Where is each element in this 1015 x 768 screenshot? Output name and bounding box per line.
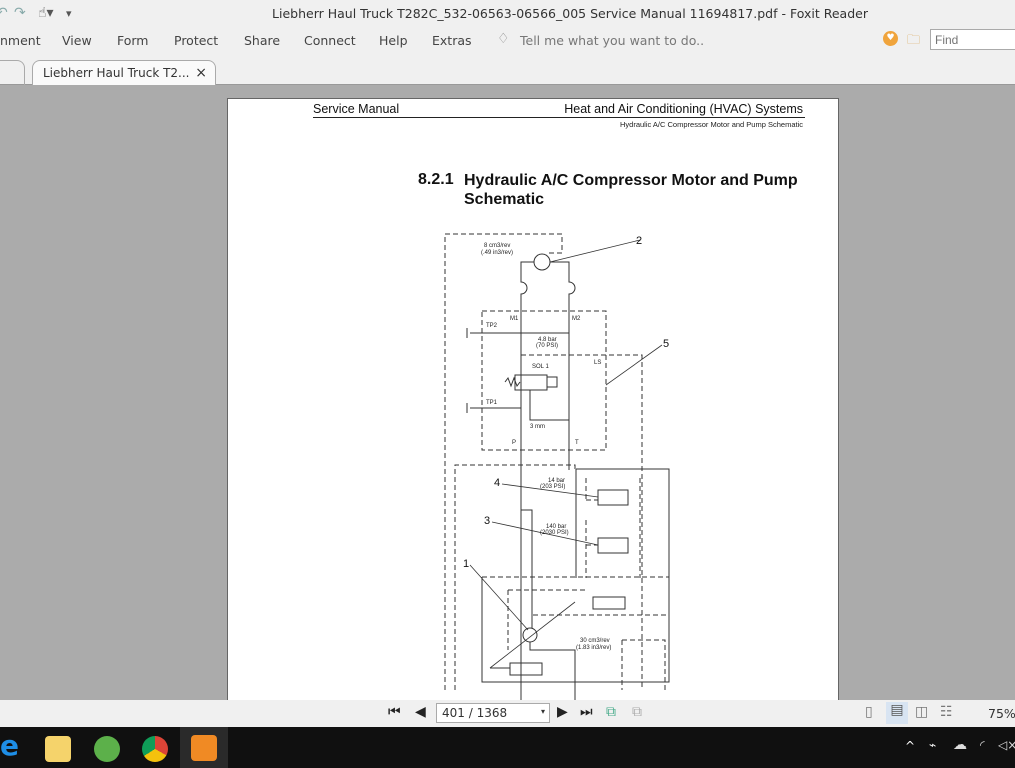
page-number-value: 401 / 1368	[442, 706, 508, 720]
show-hidden-icons-icon[interactable]: ^	[905, 739, 916, 753]
continuous-page-icon[interactable]: ▤	[886, 702, 908, 724]
menu-comment[interactable]: nment	[0, 33, 41, 48]
pump-displacement: 30 cm3/rev	[580, 638, 610, 644]
test-port-tp1: TP1	[486, 400, 498, 406]
port-m1: M1	[510, 316, 519, 322]
menu-connect[interactable]: Connect	[304, 33, 356, 48]
next-view-icon[interactable]: ⧉	[632, 704, 642, 720]
pump-symbol	[522, 627, 538, 643]
port-m2: M2	[572, 316, 581, 322]
foxit-taskbar-button[interactable]	[180, 727, 228, 768]
pump-displacement-imperial: (1.83 in3/rev)	[576, 645, 611, 651]
taskbar: e ^ ⌁ ☁ ◜ ◁×	[0, 727, 1015, 768]
motor-displacement: 8 cm3/rev	[484, 243, 510, 249]
document-view[interactable]: Service Manual Heat and Air Conditioning…	[0, 85, 1015, 700]
leader-lines	[469, 239, 663, 669]
tell-me-search[interactable]: Tell me what you want to do..	[520, 33, 705, 48]
header-right: Heat and Air Conditioning (HVAC) Systems	[564, 102, 803, 116]
customize-toolbar-icon[interactable]: ▾	[66, 7, 72, 20]
section-title: Hydraulic A/C Compressor Motor and Pump …	[464, 171, 798, 209]
zoom-level[interactable]: 75%	[988, 706, 1015, 721]
close-tab-icon[interactable]: ×	[195, 65, 207, 81]
title-bar: ↶ ↷ ☝▾ ▾ Liebherr Haul Truck T282C_532-0…	[0, 0, 1015, 28]
coccoc-browser-icon[interactable]	[94, 736, 120, 762]
dashed-pilot-lines	[444, 233, 669, 690]
continuous-facing-icon[interactable]: ☷	[940, 704, 953, 720]
hand-tool-icon[interactable]: ☝▾	[38, 5, 54, 21]
callout-2: 2	[636, 235, 642, 247]
chevron-down-icon[interactable]: ▾	[540, 707, 545, 716]
motor-displacement-imperial: (.49 in3/rev)	[481, 250, 513, 256]
window-title: Liebherr Haul Truck T282C_532-06563-0656…	[272, 6, 868, 21]
port-t: T	[575, 440, 579, 446]
solid-lines	[466, 253, 670, 700]
tab-document[interactable]: Liebherr Haul Truck T2... ×	[32, 60, 216, 86]
redo-icon[interactable]: ↷	[14, 5, 26, 21]
menu-protect[interactable]: Protect	[174, 33, 219, 48]
previous-view-icon[interactable]: ⧉	[606, 704, 616, 720]
section-title-line-1: Hydraulic A/C Compressor Motor and Pump	[464, 172, 798, 189]
edge-icon[interactable]: e	[0, 729, 19, 762]
power-icon[interactable]: ⌁	[929, 738, 937, 752]
pdf-page: Service Manual Heat and Air Conditioning…	[227, 98, 839, 700]
tab-start-page[interactable]	[0, 60, 25, 86]
section-number: 8.2.1	[418, 171, 454, 188]
next-page-icon[interactable]: ▶	[557, 704, 568, 720]
menu-view[interactable]: View	[62, 33, 92, 48]
header-rule	[313, 117, 805, 118]
menu-extras[interactable]: Extras	[432, 33, 472, 48]
callout-1: 1	[463, 558, 469, 570]
last-page-icon[interactable]: ⏭	[580, 704, 593, 720]
valve-3-pressure: 140 bar	[546, 524, 566, 530]
lightbulb-icon: ♢	[497, 31, 510, 47]
wifi-icon[interactable]: ◜	[980, 738, 985, 752]
section-title-line-2: Schematic	[464, 191, 545, 208]
menu-share[interactable]: Share	[244, 33, 281, 48]
folder-search-icon[interactable]: 🗀	[907, 33, 921, 48]
volume-muted-icon[interactable]: ◁×	[998, 738, 1015, 752]
menu-bar: nment View Form Protect Share Connect He…	[0, 28, 1015, 54]
heart-icon[interactable]: ♥	[883, 31, 898, 46]
file-explorer-icon[interactable]	[45, 736, 71, 762]
chrome-icon[interactable]	[142, 736, 168, 762]
previous-page-icon[interactable]: ◀	[415, 704, 426, 720]
onedrive-icon[interactable]: ☁	[953, 737, 967, 753]
single-page-icon[interactable]: ▯	[865, 704, 873, 720]
callout-3: 3	[484, 515, 490, 527]
hydraulic-schematic: 8 cm3/rev (.49 in3/rev) M1 M2 TP2 4.8 ba…	[444, 233, 670, 700]
test-port-tp2: TP2	[486, 323, 498, 329]
header-left: Service Manual	[313, 102, 400, 116]
motor-symbol	[533, 253, 551, 271]
callout-5: 5	[663, 338, 669, 350]
facing-page-icon[interactable]: ◫	[915, 704, 929, 720]
port-p: P	[512, 440, 516, 446]
foxit-reader-icon	[191, 735, 217, 761]
orifice-label: 3 mm	[530, 424, 545, 430]
valve-3-pressure-psi: (2030 PSI)	[540, 530, 569, 536]
find-input[interactable]	[930, 29, 1015, 50]
relief-pressure: 4.8 bar	[538, 337, 557, 343]
subheader: Hydraulic A/C Compressor Motor and Pump …	[620, 120, 803, 129]
valve-4-pressure: 14 bar	[548, 478, 565, 484]
page-number-input[interactable]: 401 / 1368 ▾	[436, 703, 550, 723]
relief-pressure-psi: (70 PSI)	[536, 343, 558, 349]
first-page-icon[interactable]: ⏮	[388, 704, 401, 720]
tab-label: Liebherr Haul Truck T2...	[43, 66, 190, 80]
solenoid-label: SOL 1	[532, 364, 549, 370]
callout-4: 4	[494, 477, 500, 489]
undo-icon[interactable]: ↶	[0, 5, 8, 21]
load-sense-label: LS	[594, 360, 601, 366]
menu-help[interactable]: Help	[379, 33, 408, 48]
valve-4-pressure-psi: (203 PSI)	[540, 484, 565, 490]
menu-form[interactable]: Form	[117, 33, 149, 48]
